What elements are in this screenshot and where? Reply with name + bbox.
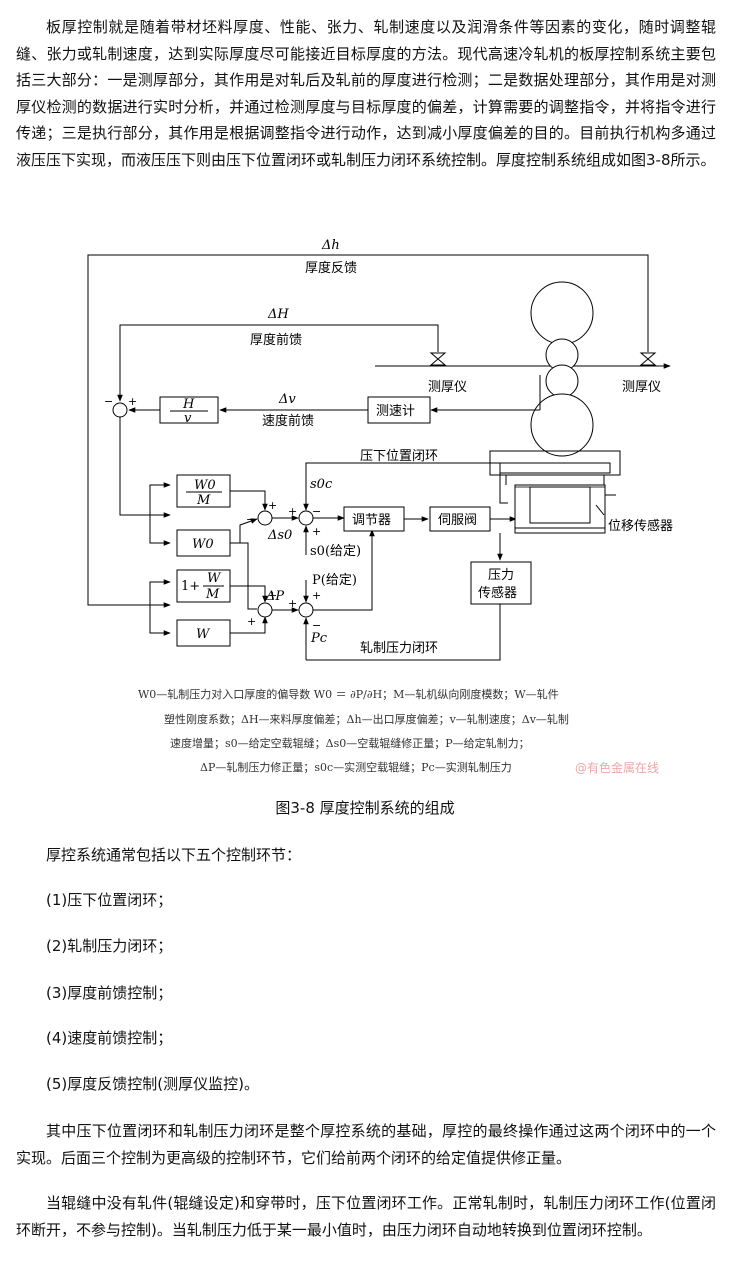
- pressure-sensor-line2: 传感器: [478, 585, 517, 601]
- svg-text:+: +: [128, 395, 137, 408]
- list-item: (5)厚度反馈控制(测厚仪监控)。: [46, 1075, 259, 1093]
- wm-numerator: W: [207, 571, 222, 586]
- svg-text:+: +: [312, 589, 321, 602]
- pressure-sensor-line1: 压力: [488, 568, 514, 583]
- w0m-denominator: M: [196, 493, 211, 508]
- lead-text: 厚控系统通常包括以下五个控制环节：: [46, 846, 302, 864]
- legend-line-4: ΔP—轧制压力修正量；s0c—实测空载辊缝；Pc—实测轧制压力: [200, 761, 512, 774]
- regulator-block: 调节器: [352, 513, 391, 528]
- list-item: (1)压下位置闭环；: [46, 891, 173, 909]
- list-item: (4)速度前馈控制；: [46, 1029, 173, 1047]
- label-s0-given: s0(给定): [310, 544, 361, 559]
- label-thickness-feedback: 厚度反馈: [305, 260, 357, 276]
- label-thickness-feedforward: 厚度前馈: [250, 332, 302, 348]
- w-block: W: [196, 627, 211, 642]
- label-p-given: P(给定): [312, 573, 357, 588]
- label-ds0: Δs0: [267, 528, 292, 543]
- svg-text:+: +: [288, 597, 297, 610]
- paragraph-2: 其中压下位置闭环和轧制压力闭环是整个厚控系统的基础，厚控的最终操作通过这两个闭环…: [16, 1122, 716, 1167]
- servo-valve-block: 伺服阀: [438, 513, 477, 528]
- label-dp: ΔP: [265, 589, 284, 604]
- label-gauge-exit: 测厚仪: [622, 380, 661, 395]
- svg-text:+: +: [312, 525, 321, 538]
- label-pressure-loop: 轧制压力闭环: [360, 641, 438, 656]
- svg-text:+: +: [268, 589, 277, 602]
- legend-line-1: W0—轧制压力对入口厚度的偏导数 W0 ＝ ∂P/∂H；M—轧机纵向刚度模数；W…: [138, 688, 559, 701]
- w0-block: W0: [192, 537, 214, 552]
- paragraph-3: 当辊缝中没有轧件(辊缝设定)和穿带时，压下位置闭环工作。正常轧制时，轧制压力闭环…: [16, 1194, 716, 1239]
- label-s0c: s0c: [310, 477, 333, 492]
- svg-text:+: +: [288, 505, 297, 518]
- label-speed-feedforward: 速度前馈: [262, 413, 314, 429]
- label-gauge-entry: 测厚仪: [428, 380, 467, 395]
- legend-line-2: 塑性刚度系数；ΔH—来料厚度偏差；Δh—出口厚度偏差；v—轧制速度；Δv—轧制: [164, 713, 569, 726]
- wm-denominator: M: [205, 587, 220, 602]
- label-pc: Pc: [310, 631, 328, 646]
- list-item: (2)轧制压力闭环；: [46, 937, 173, 955]
- label-dh: Δh: [321, 238, 340, 253]
- svg-text:−: −: [312, 505, 321, 518]
- svg-text:−: −: [104, 395, 113, 408]
- w0m-numerator: W0: [194, 478, 216, 493]
- hv-numerator: H: [182, 397, 195, 412]
- tachometer-block: 测速计: [376, 404, 415, 419]
- label-dH: ΔH: [267, 307, 289, 322]
- svg-text:−: −: [312, 619, 321, 632]
- label-displacement-sensor: 位移传感器: [608, 518, 673, 534]
- svg-text:−: −: [246, 513, 255, 526]
- svg-text:+: +: [268, 499, 277, 512]
- svg-text:+: +: [247, 615, 256, 628]
- label-dv: Δv: [278, 392, 296, 407]
- watermark: @有色金属在线: [575, 761, 660, 775]
- list-item: (3)厚度前馈控制；: [46, 984, 173, 1002]
- one-plus: 1+: [181, 579, 200, 594]
- label-position-loop: 压下位置闭环: [360, 449, 438, 464]
- thickness-control-diagram: Δh 厚度反馈 ΔH 厚度前馈 测厚仪 测厚仪 Δv 速度前馈 测速计 H v …: [87, 238, 673, 661]
- figure-caption: 图3-8 厚度控制系统的组成: [275, 799, 455, 817]
- legend-line-3: 速度增量；s0—给定空载辊缝；Δs0—空载辊缝修正量；P—给定轧制力；: [170, 737, 530, 750]
- intro-paragraph: 板厚控制就是随着带材坯料厚度、性能、张力、轧制速度以及润滑条件等因素的变化，随时…: [16, 18, 716, 169]
- hv-denominator: v: [184, 411, 192, 426]
